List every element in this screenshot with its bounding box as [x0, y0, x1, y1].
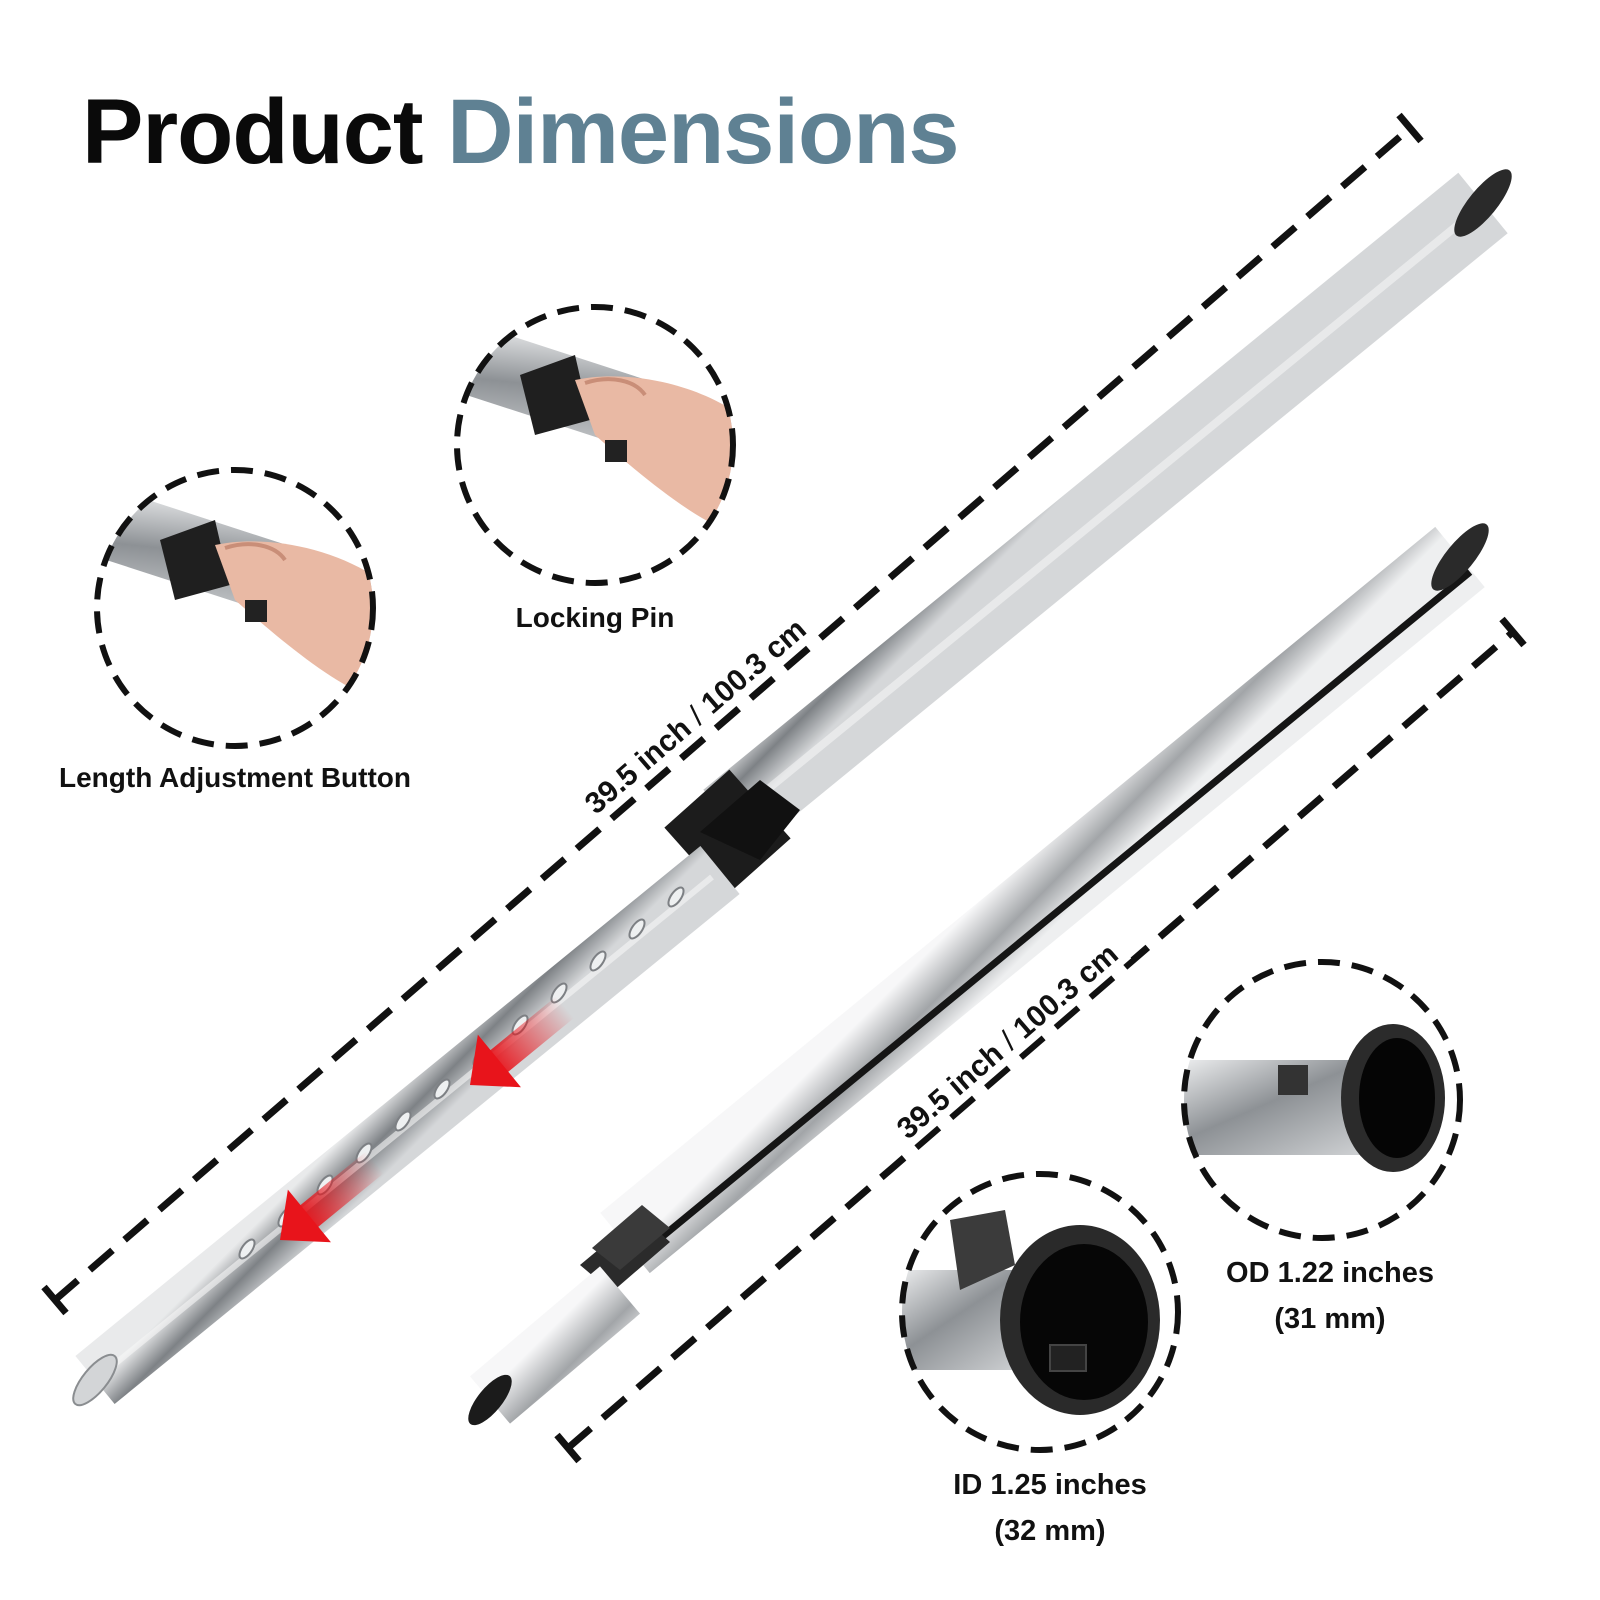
adjustment-arrows — [280, 996, 575, 1243]
page-title: Product Dimensions — [82, 80, 960, 185]
inner-diameter-mm: (32 mm) — [994, 1515, 1106, 1547]
outer-diameter-inches: OD 1.22 inches — [1226, 1257, 1434, 1289]
dimension-line-left — [41, 112, 1424, 1316]
tube-right — [468, 523, 1489, 1426]
arrow-upper — [470, 996, 575, 1088]
locking-pin-label: Locking Pin — [515, 602, 675, 633]
title-word-product: Product — [82, 81, 424, 183]
outer-diameter-mm: (31 mm) — [1274, 1303, 1386, 1335]
callout-length-button — [94, 467, 376, 749]
inner-diameter-spec: ID 1.25 inches (32 mm) — [930, 1462, 1170, 1554]
length-adjustment-button-label: Length Adjustment Button — [58, 762, 411, 793]
callout-inner-diameter — [899, 1171, 1181, 1453]
outer-diameter-spec: OD 1.22 inches (31 mm) — [1210, 1250, 1450, 1342]
inner-diameter-inches: ID 1.25 inches — [953, 1469, 1147, 1501]
tube-left — [72, 169, 1512, 1407]
arrow-lower — [280, 1151, 385, 1243]
title-word-dimensions: Dimensions — [447, 81, 959, 183]
dimension-line-right — [554, 616, 1527, 1464]
callout-outer-diameter — [1181, 959, 1463, 1241]
callout-locking-pin — [454, 304, 736, 586]
